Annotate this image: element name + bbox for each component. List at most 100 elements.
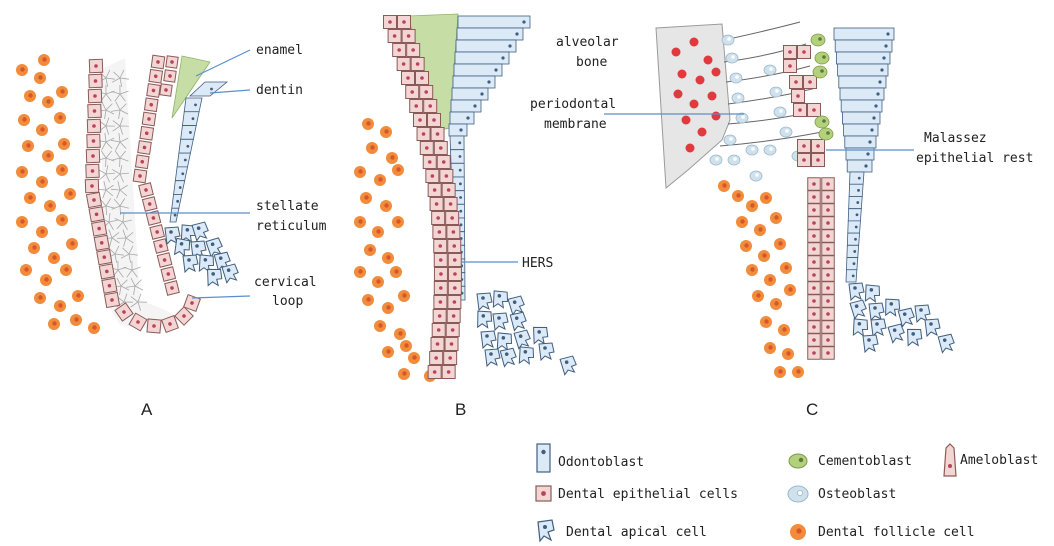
odontoblast-cell <box>454 64 502 76</box>
follicle-cell <box>44 200 56 212</box>
epithelial-cell <box>808 347 821 360</box>
osteoblast <box>724 135 736 145</box>
label-malassez: Malassez <box>924 131 987 146</box>
epithelial-cell <box>798 46 811 59</box>
epithelial-cell <box>431 128 444 141</box>
odontoblast-cell <box>456 40 516 52</box>
epithelial-cell <box>822 256 835 269</box>
osteoblast <box>764 65 776 75</box>
follicle-cell <box>34 72 46 84</box>
follicle-cell <box>386 152 398 164</box>
follicle-cell <box>18 114 30 126</box>
epithelial-cell <box>85 179 98 192</box>
epithelial-cell <box>88 104 101 117</box>
follicle-cell <box>56 86 68 98</box>
odontoblast-cell <box>848 221 861 233</box>
epithelial-cell <box>437 156 450 169</box>
cementoblast-icon <box>789 454 807 468</box>
epithelial-cell <box>448 254 461 267</box>
panel-label-a: A <box>141 400 153 419</box>
follicle-cell <box>408 352 420 364</box>
follicle-cell <box>56 214 68 226</box>
epithelial-cell <box>142 112 156 126</box>
label-alveolar: alveolar <box>556 35 619 50</box>
follicle-cell <box>760 192 772 204</box>
epithelial-cell <box>808 269 821 282</box>
epithelial-cell <box>135 155 149 169</box>
panel-b-apical-cells <box>476 290 578 375</box>
osteoblast <box>750 171 762 181</box>
epithelial-cell <box>446 324 459 337</box>
epithelial-cell <box>784 60 797 73</box>
follicle-cell <box>40 274 52 286</box>
legend-osteoblast: Osteoblast <box>788 486 896 502</box>
follicle-cell <box>764 274 776 286</box>
bone-lacuna <box>696 76 705 85</box>
label-enamel: enamel <box>256 43 303 58</box>
odontoblast-cell <box>452 88 488 100</box>
legend-odontoblast-label: Odontoblast <box>558 455 644 470</box>
bone-lacuna <box>708 92 717 101</box>
legend-ameloblast: Ameloblast <box>944 444 1038 476</box>
epithelial-cell <box>133 169 147 183</box>
follicle-cell <box>56 164 68 176</box>
epithelial-cell <box>446 212 459 225</box>
epithelial-cell <box>434 254 447 267</box>
legend-cementoblast-label: Cementoblast <box>818 454 912 469</box>
panel-label-b: B <box>455 400 466 419</box>
cementoblast <box>815 52 829 64</box>
odontoblast-cell <box>450 112 474 124</box>
odontoblast-cell <box>847 233 859 245</box>
epithelial-cell <box>822 204 835 217</box>
apical-cell <box>560 356 578 375</box>
legend-epithelial: Dental epithelial cells <box>536 486 738 502</box>
epithelial-cell <box>822 178 835 191</box>
epithelial-cell <box>434 296 447 309</box>
cementoblast <box>811 34 825 46</box>
label-stellate: stellate <box>256 199 319 214</box>
epithelial-cell <box>822 334 835 347</box>
osteoblast <box>726 53 738 63</box>
epithelial-cell <box>448 282 461 295</box>
epithelial-cell <box>102 278 117 293</box>
follicle-cell <box>774 238 786 250</box>
epithelial-cell <box>822 269 835 282</box>
apical-cell <box>477 293 492 310</box>
epithelial-cell <box>794 104 807 117</box>
panel-a-follicle-cells <box>16 54 100 334</box>
epithelial-cell <box>444 198 457 211</box>
follicle-cell <box>770 212 782 224</box>
follicle-cell <box>24 90 36 102</box>
follicle-cell <box>398 290 410 302</box>
odontoblast-cell <box>450 136 464 150</box>
epithelial-cell <box>87 134 100 147</box>
apical-cell <box>851 318 869 337</box>
follicle-cell <box>374 174 386 186</box>
periodontal-fiber <box>724 22 800 40</box>
epithelial-cell <box>144 98 158 112</box>
epithelial-cell <box>138 141 152 155</box>
bone-lacuna <box>678 70 687 79</box>
follicle-cell <box>732 190 744 202</box>
odontoblast-cell <box>839 76 886 88</box>
apical-cell-icon <box>538 520 554 541</box>
epithelial-cell <box>808 321 821 334</box>
epithelial-cell <box>432 212 445 225</box>
follicle-cell <box>398 368 410 380</box>
bone-lacuna <box>690 38 699 47</box>
legend-odontoblast: Odontoblast <box>537 444 644 472</box>
epithelial-cell <box>822 243 835 256</box>
epithelial-cell <box>822 347 835 360</box>
bone-lacuna <box>690 100 699 109</box>
epithelial-cell <box>442 184 455 197</box>
legend-apical: Dental apical cell <box>538 520 707 541</box>
bone-lacuna <box>712 68 721 77</box>
follicle-cell <box>774 366 786 378</box>
epithelial-cell <box>99 264 114 279</box>
legend: Odontoblast Dental epithelial cells Dent… <box>536 444 1038 541</box>
follicle-cell <box>360 192 372 204</box>
epithelial-cell <box>86 192 101 207</box>
follicle-cell <box>784 284 796 296</box>
epithelial-cell <box>822 230 835 243</box>
osteoblast <box>764 145 776 155</box>
